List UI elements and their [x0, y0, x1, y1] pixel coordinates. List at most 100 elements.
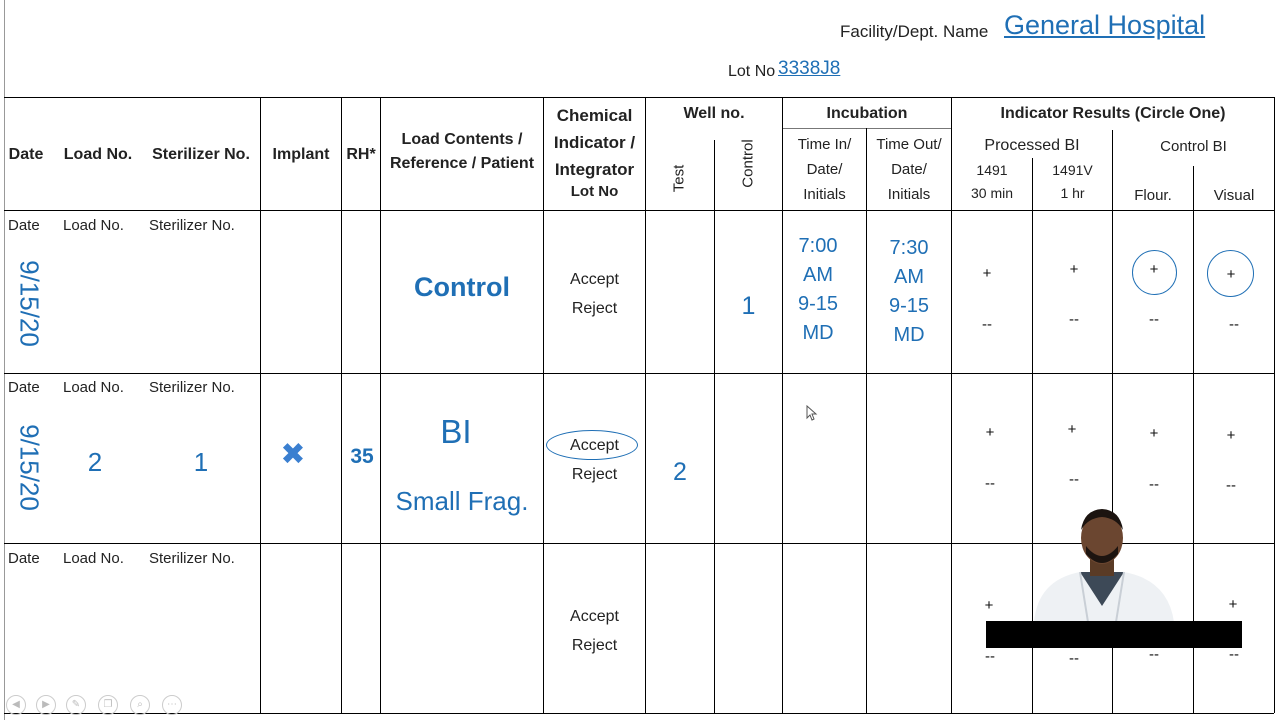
reject-option[interactable]: Reject	[571, 636, 618, 654]
col-chemical-line2: Indicator /	[553, 133, 636, 153]
facility-label: Facility/Dept. Name	[840, 22, 989, 41]
row-load-label: Load No.	[63, 379, 124, 396]
row-rh-value: 35	[350, 445, 374, 468]
zoom-icon[interactable]: ⌕	[130, 695, 150, 715]
more-icon[interactable]: ⋯	[162, 695, 182, 715]
row-time-out-value: 7:30 AM 9-15 MD	[867, 234, 951, 350]
col-time-out-header: Time Out/ Date/ Initials	[867, 133, 951, 207]
minus-option[interactable]: --	[1229, 316, 1239, 333]
minus-option[interactable]: --	[1229, 646, 1239, 663]
presenter-video	[1028, 502, 1176, 622]
minus-option[interactable]: --	[1069, 471, 1079, 488]
col-border	[645, 97, 646, 713]
minus-option[interactable]: --	[985, 475, 995, 492]
row-date-value: 9/15/20	[14, 424, 45, 511]
col-border	[543, 97, 544, 713]
table-top-border	[4, 97, 1274, 98]
plus-option[interactable]: +	[1149, 261, 1159, 278]
col-1491-line2: 30 min	[970, 185, 1014, 202]
col-chemical-line3: Integrator	[554, 160, 635, 180]
col-1491v-header: 1491V 1 hr	[1033, 159, 1112, 205]
reject-option[interactable]: Reject	[571, 299, 618, 317]
next-icon[interactable]: ▶	[36, 695, 56, 715]
facility-value: General Hospital	[1004, 10, 1206, 40]
accept-option[interactable]: Accept	[570, 271, 619, 288]
minus-option[interactable]: --	[1069, 311, 1079, 328]
col-well-test-header: Test	[670, 164, 688, 193]
incubation-divider	[782, 128, 952, 129]
col-border	[1112, 130, 1113, 713]
redaction-bar	[986, 621, 1242, 648]
minus-option[interactable]: --	[1226, 477, 1236, 494]
col-time-in-header: Time In/ Date/ Initials	[783, 133, 866, 207]
col-1491-header: 1491 30 min	[952, 159, 1032, 205]
row-well-test-value: 2	[673, 458, 687, 486]
time-out-line: 7:30	[889, 237, 929, 259]
presenter-figure	[1034, 509, 1174, 622]
col-chemical-line1: Chemical	[556, 106, 633, 125]
row-chemical-result: Accept Reject	[544, 603, 645, 661]
accept-option[interactable]: Accept	[570, 608, 619, 625]
col-date-header: Date	[8, 146, 44, 163]
implant-x-icon: ✖	[280, 438, 306, 471]
col-chemical-line4: Lot No	[570, 182, 619, 200]
col-border	[782, 97, 783, 713]
reject-option[interactable]: Reject	[571, 465, 618, 483]
minus-option[interactable]: --	[1069, 650, 1079, 667]
plus-option[interactable]: +	[1067, 421, 1077, 438]
minus-option[interactable]: --	[1149, 311, 1159, 328]
time-in-line: 9-15	[797, 293, 839, 315]
row-load-value: 2	[87, 447, 103, 477]
col-border	[951, 97, 952, 713]
row-chemical-result: Accept Reject	[544, 432, 645, 490]
page-edge	[4, 0, 5, 720]
row-date-label: Date	[8, 379, 40, 396]
plus-option[interactable]: +	[1226, 266, 1236, 283]
row-contents-value: Control	[414, 272, 510, 302]
minus-option[interactable]: --	[1149, 646, 1159, 663]
plus-option[interactable]: +	[1149, 425, 1159, 442]
row2-bottom-border	[4, 543, 1274, 544]
col-time-in-line3: Initials	[803, 185, 846, 203]
time-out-line: 9-15	[888, 295, 930, 317]
col-1491v-line1: 1491V	[1052, 162, 1093, 178]
time-in-line: 7:00	[798, 235, 838, 257]
minus-option[interactable]: --	[1149, 476, 1159, 493]
lot-value: 3338J8	[778, 58, 841, 79]
plus-option[interactable]: +	[1228, 596, 1238, 613]
col-flour-header: Flour.	[1134, 187, 1172, 204]
col-border	[866, 128, 867, 713]
plus-option[interactable]: +	[985, 424, 995, 441]
col-well-control-header: Control	[739, 139, 757, 188]
plus-option[interactable]: +	[984, 597, 994, 614]
col-incubation-header: Incubation	[826, 105, 908, 122]
row-well-control-value: 1	[741, 292, 756, 320]
row-load-label: Load No.	[63, 217, 124, 234]
col-1491v-line2: 1 hr	[1060, 185, 1085, 202]
plus-option[interactable]: +	[1226, 427, 1236, 444]
minus-option[interactable]: --	[982, 316, 992, 333]
col-border	[1193, 166, 1194, 713]
time-in-line: MD	[802, 322, 834, 344]
plus-option[interactable]: +	[982, 265, 992, 282]
plus-option[interactable]: +	[1069, 261, 1079, 278]
accept-option[interactable]: Accept	[570, 437, 619, 454]
col-contents-line2: Reference / Patient	[389, 155, 535, 172]
row-date-value: 9/15/20	[14, 260, 45, 347]
row-sterilizer-value: 1	[193, 447, 209, 477]
col-load-header: Load No.	[63, 146, 133, 163]
col-border	[714, 140, 715, 713]
minus-option[interactable]: --	[985, 648, 995, 665]
lot-label: Lot No	[728, 63, 776, 80]
time-out-line: MD	[893, 324, 925, 346]
col-well-header: Well no.	[683, 105, 745, 122]
col-time-out-line1: Time Out/	[876, 136, 942, 153]
copy-icon[interactable]: ❐	[98, 695, 118, 715]
selection-circle	[1207, 250, 1254, 297]
col-rh-header: RH*	[346, 146, 376, 163]
col-contents-line1: Load Contents /	[401, 131, 523, 148]
pen-icon[interactable]: ✎	[66, 695, 86, 715]
col-time-out-line2: Date/	[891, 160, 927, 178]
col-time-in-line1: Time In/	[797, 136, 852, 153]
prev-icon[interactable]: ◀	[6, 695, 26, 715]
